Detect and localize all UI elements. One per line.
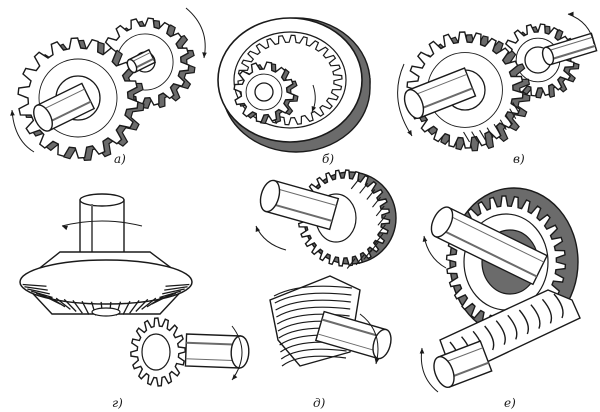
rotation-arrow-g1 [61,220,143,227]
caption-d: д) [313,396,326,410]
panel-a-external-spur-gears [10,7,207,162]
panel-e-worm-gear [419,187,581,393]
rotation-arrow-v1 [567,13,595,45]
panel-b-internal-gear [217,17,371,153]
rotation-arrow-v2 [397,63,413,137]
rotation-arrow-d1 [255,225,287,251]
caption-a: а) [114,152,126,166]
caption-v: в) [513,152,525,166]
caption-b: б) [322,152,335,166]
panel-g-bevel-gears [19,193,250,387]
caption-e: е) [504,396,516,410]
panel-v-helical-gears [397,11,598,152]
panel-d-crossed-helical-gears [255,169,397,367]
caption-g: г) [112,396,123,410]
